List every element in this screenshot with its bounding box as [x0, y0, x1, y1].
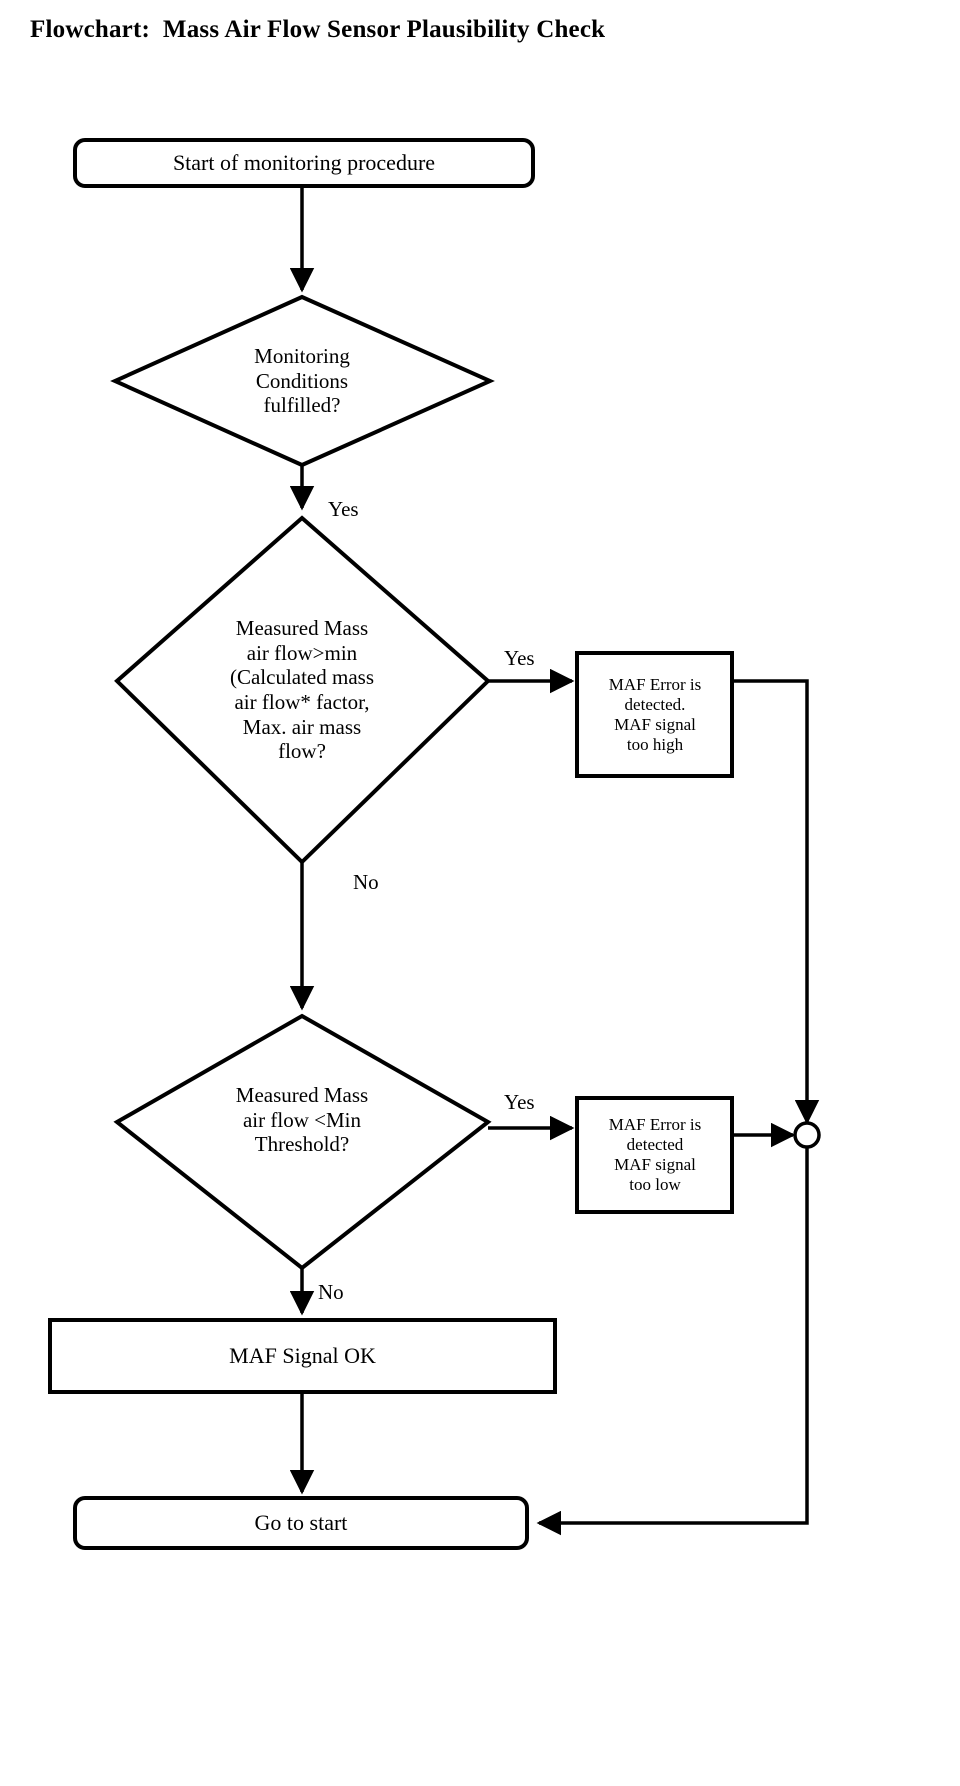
node-error-too-high-label: MAF Error is detected. MAF signal too hi…	[608, 675, 702, 754]
edge-label-no-min-flow: No	[318, 1280, 344, 1304]
node-start-label: Start of monitoring procedure	[172, 150, 436, 176]
node-cond-min-flow-label: Measured Mass air flow <Min Threshold?	[235, 1083, 369, 1157]
node-error-too-low[interactable]	[575, 1096, 734, 1214]
node-signal-ok-label: MAF Signal OK	[229, 1343, 376, 1369]
node-go-to-start[interactable]	[73, 1496, 529, 1550]
node-cond-max-flow-label: Measured Mass air flow>min (Calculated m…	[229, 616, 375, 764]
node-junction[interactable]	[793, 1121, 821, 1149]
edge-label-yes-min-flow: Yes	[504, 1090, 535, 1114]
page-title: Flowchart: Mass Air Flow Sensor Plausibi…	[30, 16, 606, 43]
node-error-too-low-label: MAF Error is detected MAF signal too low	[608, 1115, 702, 1194]
connector-error-high-to-junction	[732, 679, 820, 1125]
node-error-too-high[interactable]	[575, 651, 734, 778]
node-signal-ok[interactable]	[48, 1318, 557, 1394]
connector-junction-to-go-to-start	[536, 1147, 809, 1536]
node-cond-monitoring-label: Monitoring Conditions fulfilled?	[254, 344, 350, 418]
node-start[interactable]	[73, 138, 535, 188]
node-go-to-start-label: Go to start	[254, 1510, 348, 1536]
edge-label-yes-monitoring: Yes	[328, 497, 359, 521]
edge-label-no-max-flow: No	[353, 870, 379, 894]
edge-label-yes-max-flow: Yes	[504, 646, 535, 670]
